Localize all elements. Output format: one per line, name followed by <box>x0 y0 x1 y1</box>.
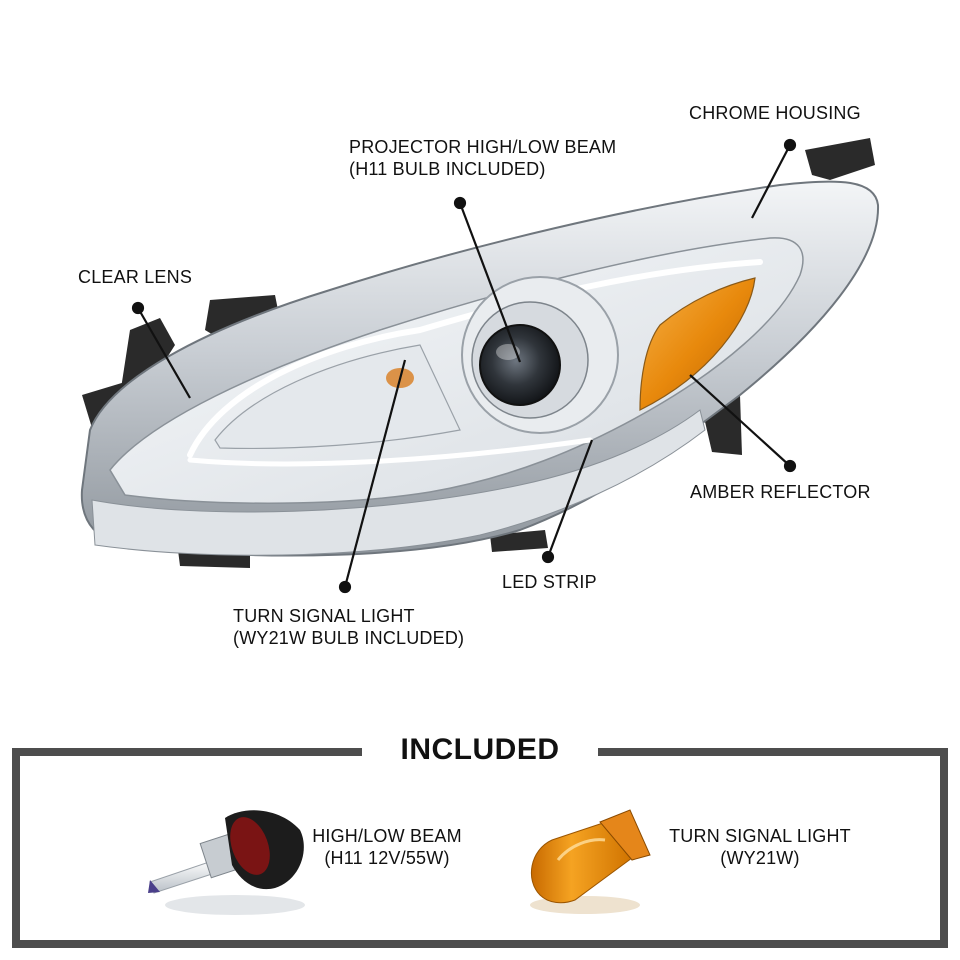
callout-projector-line-1: PROJECTOR HIGH/LOW BEAM <box>349 137 617 157</box>
callout-projector-line-2: (H11 BULB INCLUDED) <box>349 159 546 179</box>
callout-turn-signal-line-1: TURN SIGNAL LIGHT <box>233 606 415 626</box>
led-strip-shape <box>187 259 763 458</box>
included-item-h11-line-2: (H11 12V/55W) <box>324 848 450 868</box>
included-frame-right-side <box>940 748 948 948</box>
h11-bulb-icon <box>148 810 305 915</box>
included-frame-top-left <box>12 748 362 756</box>
included-item-h11: HIGH/LOW BEAM (H11 12V/55W) <box>302 825 472 869</box>
included-item-wy21w-line-2: (WY21W) <box>720 848 800 868</box>
amber-reflector-shape <box>639 277 756 411</box>
included-item-wy21w-line-1: TURN SIGNAL LIGHT <box>669 826 851 846</box>
callout-led-strip: LED STRIP <box>502 571 597 593</box>
callout-turn-signal-line-2: (WY21W BULB INCLUDED) <box>233 628 465 648</box>
callout-amber-reflector: AMBER REFLECTOR <box>690 481 871 503</box>
wy21w-bulb-icon <box>530 809 651 914</box>
callout-turn-signal: TURN SIGNAL LIGHT (WY21W BULB INCLUDED) <box>233 605 464 649</box>
included-item-wy21w: TURN SIGNAL LIGHT (WY21W) <box>655 825 865 869</box>
included-frame-bottom <box>12 940 948 948</box>
included-frame-top-right <box>598 748 948 756</box>
lower-trim <box>91 409 706 556</box>
callout-chrome-housing-text: CHROME HOUSING <box>689 103 861 123</box>
callout-chrome-housing: CHROME HOUSING <box>689 102 861 124</box>
callout-projector: PROJECTOR HIGH/LOW BEAM (H11 BULB INCLUD… <box>349 136 616 180</box>
callout-amber-reflector-text: AMBER REFLECTOR <box>690 482 871 502</box>
callout-clear-lens-text: CLEAR LENS <box>78 267 193 287</box>
projector-lens-shape <box>479 324 561 406</box>
included-frame-left-side <box>12 748 20 948</box>
callout-led-strip-text: LED STRIP <box>502 572 597 592</box>
included-item-h11-line-1: HIGH/LOW BEAM <box>312 826 462 846</box>
callout-clear-lens: CLEAR LENS <box>78 266 192 288</box>
callout-lines <box>131 138 797 594</box>
included-title: INCLUDED <box>400 733 560 766</box>
